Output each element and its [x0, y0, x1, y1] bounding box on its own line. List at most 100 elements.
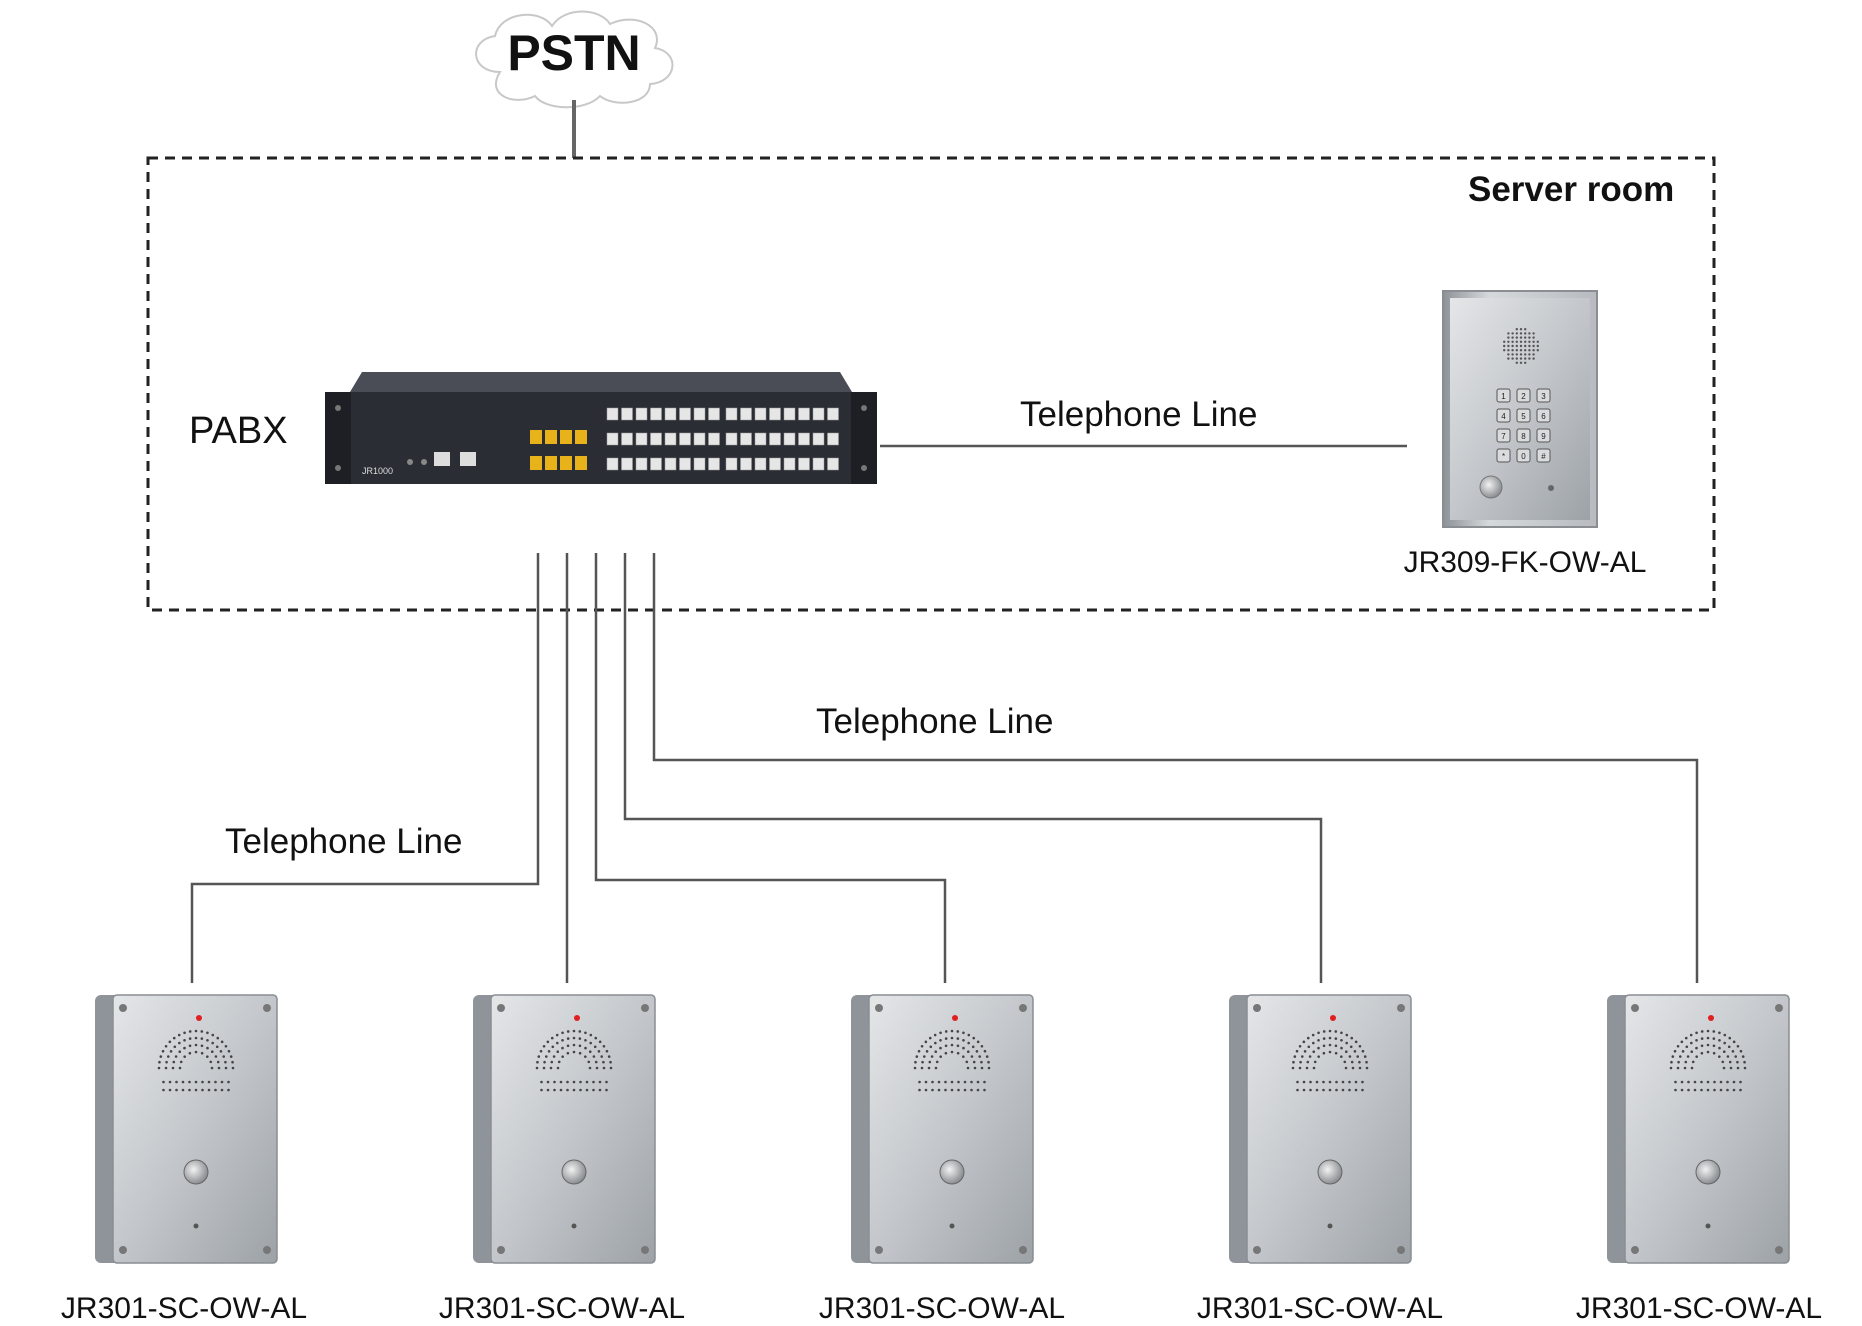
speaker-hole [1511, 340, 1514, 343]
speaker-hole [1700, 1051, 1704, 1055]
speaker-hole [920, 1066, 924, 1070]
speaker-hole [1340, 1055, 1343, 1058]
screw [641, 1004, 649, 1012]
speaker-hole [1351, 1066, 1355, 1070]
speaker-hole [1706, 1029, 1710, 1033]
speaker-hole [944, 1051, 948, 1055]
speaker-hole [1515, 340, 1519, 343]
speaker-hole [1528, 344, 1531, 348]
speaker-hole [1700, 1037, 1704, 1040]
speaker-hole [983, 1088, 986, 1092]
speaker-hole [1732, 1080, 1736, 1084]
speaker-hole [1507, 353, 1510, 356]
speaker-hole [1507, 349, 1510, 352]
speaker-hole [1322, 1037, 1326, 1040]
extension-port [769, 407, 781, 421]
speaker-hole [1515, 357, 1519, 360]
telephone-line-label-server: Telephone Line [1020, 395, 1258, 434]
speaker-hole [1328, 1050, 1332, 1054]
speaker-hole [602, 1060, 605, 1064]
speaker-hole [1334, 1030, 1338, 1033]
speaker-hole [1353, 1050, 1357, 1053]
speaker-hole [1335, 1088, 1338, 1092]
extension-port [621, 407, 633, 421]
speaker-hole [572, 1088, 576, 1092]
speaker-hole [605, 1088, 608, 1092]
speaker-hole [965, 1060, 969, 1064]
speaker-hole [179, 1060, 183, 1064]
screw [1019, 1004, 1027, 1012]
speaker-hole [209, 1060, 213, 1064]
speaker-hole [1693, 1080, 1697, 1084]
phone-faceplate [490, 994, 656, 1264]
field-phone-1 [95, 994, 278, 1264]
speaker-hole [1503, 344, 1506, 348]
extension-port [650, 407, 662, 421]
phone-faceplate [112, 994, 278, 1264]
call-button [561, 1159, 587, 1185]
speaker-hole [1335, 1080, 1338, 1084]
speaker-hole [594, 1036, 598, 1040]
extension-port [664, 432, 677, 446]
screw [1253, 1246, 1261, 1254]
speaker-hole [1524, 332, 1527, 335]
speaker-hole [1302, 1080, 1306, 1084]
speaker-hole [162, 1080, 165, 1084]
speaker-hole [584, 1046, 587, 1050]
speaker-hole [227, 1080, 230, 1084]
indicator-light [952, 1015, 958, 1021]
speaker-hole [972, 1060, 976, 1064]
speaker-hole [1322, 1088, 1325, 1092]
keypad-key-10 [1496, 448, 1511, 463]
speaker-hole [556, 1050, 560, 1054]
extension-port [769, 457, 781, 471]
speaker-hole [1356, 1055, 1360, 1058]
speaker-hole [1690, 1066, 1694, 1070]
speaker-hole [594, 1060, 598, 1064]
speaker-hole [1734, 1055, 1738, 1058]
speaker-hole [587, 1060, 591, 1064]
extension-port [621, 457, 633, 471]
speaker-hole [1669, 1066, 1673, 1070]
speaker-hole [157, 1066, 161, 1070]
speaker-hole [1712, 1051, 1716, 1055]
keypad-key-label: 8 [1521, 432, 1526, 441]
speaker-hole [980, 1066, 984, 1070]
speaker-hole [929, 1045, 933, 1049]
speaker-hole [1317, 1038, 1320, 1042]
speaker-hole [962, 1031, 965, 1035]
speaker-hole [1348, 1088, 1351, 1092]
speaker-hole [549, 1066, 553, 1070]
speaker-hole [1312, 1041, 1315, 1045]
speaker-hole [1706, 1088, 1710, 1092]
speaker-hole [609, 1066, 613, 1070]
speaker-hole [1515, 361, 1519, 364]
speaker-hole [578, 1044, 582, 1048]
screw [1019, 1246, 1027, 1254]
extension-port [769, 432, 781, 446]
speaker-hole [976, 1088, 980, 1092]
speaker-hole [1519, 344, 1523, 348]
speaker-hole [183, 1031, 186, 1035]
speaker-hole [550, 1060, 554, 1064]
rj11-port [530, 456, 542, 470]
speaker-hole [1684, 1036, 1688, 1040]
speaker-hole [222, 1055, 226, 1058]
speaker-hole [1298, 1044, 1302, 1048]
speaker-hole [962, 1055, 965, 1058]
speaker-hole [578, 1051, 582, 1055]
speaker-hole [1361, 1088, 1364, 1092]
speaker-hole [214, 1088, 217, 1092]
rj11-port [575, 456, 587, 470]
rj11-port [545, 430, 557, 444]
speaker-hole [585, 1080, 589, 1084]
speaker-hole [1532, 332, 1535, 335]
speaker-hole [224, 1060, 227, 1064]
speaker-hole [1315, 1088, 1319, 1092]
speaker-hole [1693, 1088, 1697, 1092]
screw [1397, 1004, 1405, 1012]
speaker-hole [1739, 1049, 1743, 1053]
speaker-hole [1719, 1080, 1723, 1084]
speaker-hole [168, 1080, 172, 1084]
speaker-hole [168, 1040, 172, 1044]
